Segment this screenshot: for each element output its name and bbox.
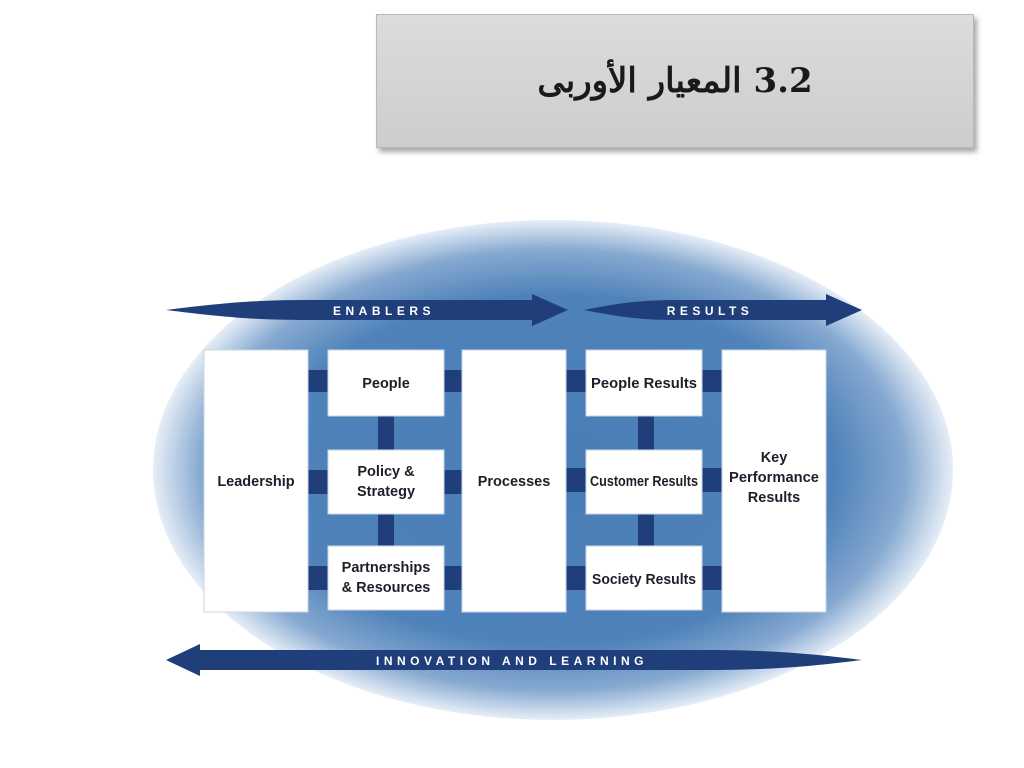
box-people	[327, 349, 445, 417]
label-partnerships-line-2: & Resources	[342, 580, 431, 596]
title-box: 3.2 المعيار الأوربى	[376, 14, 974, 148]
label-policy-line-2: Strategy	[357, 484, 415, 500]
innovation-learning-label: INNOVATION AND LEARNING	[376, 654, 648, 668]
box-key-performance-results	[721, 349, 827, 613]
connector-leadership-people	[306, 370, 330, 392]
label-people: People	[362, 376, 410, 392]
label-society-results: Society Results	[592, 572, 696, 588]
connector-people-customer-results	[638, 416, 654, 450]
results-label: RESULTS	[667, 304, 754, 318]
innovation-learning-arrow	[166, 644, 862, 676]
label-customer-results: Customer Results	[590, 474, 698, 490]
label-policy-line-1: Policy &	[357, 464, 415, 480]
label-people-results: People Results	[591, 376, 697, 392]
label-partnerships-line-1: Partnerships	[342, 560, 431, 576]
box-society-results	[585, 545, 703, 611]
connectors	[306, 370, 724, 590]
boxes	[203, 349, 827, 613]
connector-people-policy	[378, 416, 394, 450]
box-policy-strategy	[327, 449, 445, 515]
connector-processes-society-results	[566, 566, 586, 590]
slide-title: 3.2 المعيار الأوربى	[537, 61, 813, 101]
connector-policy-processes	[444, 470, 464, 494]
enablers-arrow	[166, 294, 568, 326]
connector-partnerships-processes	[444, 566, 464, 590]
connector-leadership-partnerships	[306, 566, 330, 590]
enablers-label: ENABLERS	[333, 304, 435, 318]
connector-people-processes	[444, 370, 464, 392]
connector-processes-customer-results	[566, 468, 586, 492]
box-customer-results	[585, 449, 703, 515]
connector-leadership-policy	[306, 470, 330, 494]
label-kpr-line-3: Results	[748, 490, 800, 506]
label-kpr-line-1: Key	[761, 450, 788, 466]
box-partnerships-resources	[327, 545, 445, 611]
box-people-results	[585, 349, 703, 417]
box-processes	[461, 349, 567, 613]
box-leadership	[203, 349, 309, 613]
results-arrow	[584, 294, 862, 326]
connector-processes-people-results	[566, 370, 586, 392]
label-leadership: Leadership	[217, 474, 294, 490]
connector-customer-society-results	[638, 514, 654, 546]
label-kpr-line-2: Performance	[729, 470, 819, 486]
label-processes: Processes	[478, 474, 551, 490]
connector-customer-results-kpr	[702, 468, 724, 492]
connector-policy-partnerships	[378, 514, 394, 546]
connector-society-results-kpr	[702, 566, 724, 590]
connector-people-results-kpr	[702, 370, 724, 392]
